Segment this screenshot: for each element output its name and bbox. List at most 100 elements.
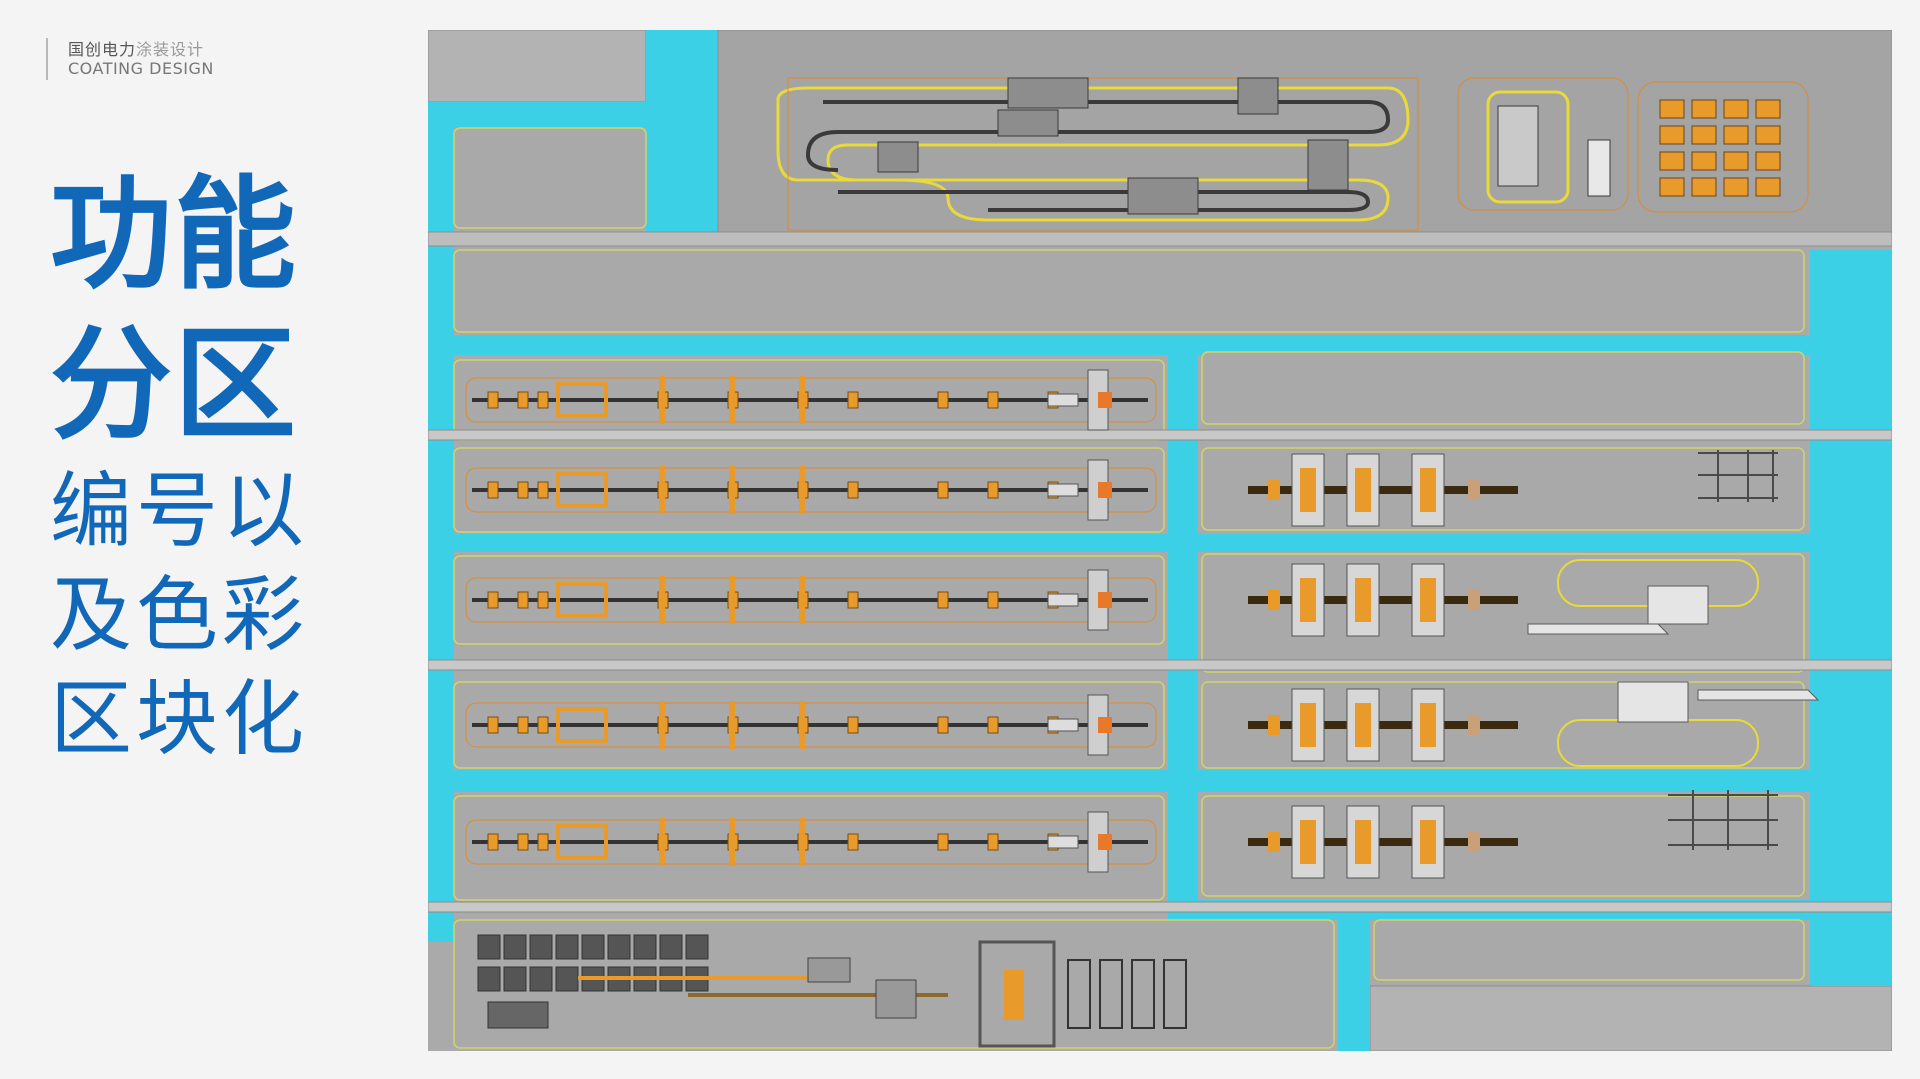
beam-2	[428, 429, 1892, 441]
outer-lot-bottom-right	[1369, 985, 1892, 1051]
cell-equipment-2	[1497, 105, 1539, 187]
booth-flash-off	[1047, 393, 1079, 407]
booth-exit-robot	[1098, 482, 1112, 498]
booth-flash-off	[1047, 593, 1079, 607]
top-right-cell-equipment	[1486, 90, 1611, 204]
storage-bin	[503, 966, 527, 992]
cell-robot	[1300, 468, 1316, 512]
cell-robot	[1355, 703, 1371, 747]
grid-1	[1698, 450, 1778, 502]
storage-bin	[659, 934, 683, 960]
bottom-cabinet	[1131, 959, 1155, 1029]
rack-unit	[1723, 125, 1749, 145]
storage-bin	[477, 934, 501, 960]
outer-lot-top-left	[428, 30, 647, 103]
cell-robot	[1420, 578, 1436, 622]
loop-boundary	[787, 77, 1419, 231]
booth-robot	[537, 481, 549, 499]
booth-exit-robot	[1098, 717, 1112, 733]
booth-gate	[799, 576, 805, 624]
aisle-band-1	[428, 335, 1892, 355]
booth-robot	[537, 591, 549, 609]
booth-robot	[517, 591, 529, 609]
booth-robot	[517, 391, 529, 409]
rack-unit	[1691, 151, 1717, 171]
cell-robot	[1300, 578, 1316, 622]
zone-top-band	[453, 249, 1805, 333]
robot-cell-row-4	[1248, 805, 1518, 879]
booth-line-5	[465, 811, 1157, 873]
rack-unit	[1659, 99, 1685, 119]
booth-gate	[799, 376, 805, 424]
booth-robot	[537, 391, 549, 409]
rack-unit	[1755, 177, 1781, 197]
aisle-left-outer	[428, 102, 454, 942]
bottom-cabinet	[1163, 959, 1187, 1029]
booth-boundary	[465, 467, 1157, 513]
rack-unit	[1723, 177, 1749, 197]
booth-robot	[487, 481, 499, 499]
rack-unit	[1691, 99, 1717, 119]
booth-robot	[937, 833, 949, 851]
cell-exit-robot	[1468, 715, 1480, 735]
booth-robot	[517, 833, 529, 851]
storage-bin	[477, 966, 501, 992]
right-robot-cells	[1248, 453, 1518, 879]
page-title: 功能 分区 编号以 及色彩 区块化	[50, 160, 380, 772]
storage-bin	[633, 934, 657, 960]
title-line-2: 分区	[50, 314, 298, 456]
cell-robot	[1300, 703, 1316, 747]
booth-gate	[659, 376, 665, 424]
booth-line-1	[465, 369, 1157, 431]
booth-robot	[537, 833, 549, 851]
booth-robot	[847, 833, 859, 851]
cell-robot	[1420, 703, 1436, 747]
booth-oven	[556, 824, 608, 860]
booth-gate	[729, 466, 735, 514]
booth-exit-robot	[1098, 592, 1112, 608]
booth-boundary	[465, 577, 1157, 623]
brand-divider	[46, 38, 48, 80]
booth-oven	[556, 707, 608, 743]
rack-unit	[1755, 99, 1781, 119]
storage-bin	[555, 966, 579, 992]
cell-equipment-1	[1486, 90, 1570, 204]
robot-cell-row-1	[1248, 453, 1518, 527]
station-f	[1127, 177, 1199, 215]
loop-track-inner	[805, 100, 1391, 172]
robot-cell-row-3	[1248, 688, 1518, 762]
booth-gate	[729, 701, 735, 749]
booth-robot	[987, 391, 999, 409]
booth-robot	[847, 391, 859, 409]
top-right-cell-boundary	[1457, 77, 1629, 211]
storage-block	[487, 1001, 549, 1029]
booth-robot	[937, 391, 949, 409]
booth-robot	[937, 716, 949, 734]
title-line-4: 及色彩	[50, 568, 309, 663]
cell-exit-robot	[1468, 832, 1480, 852]
zone-booth-line-5	[453, 795, 1165, 901]
title-line-5: 区块化	[50, 672, 309, 767]
aisle-top-left-vertical	[646, 30, 718, 245]
rack-unit	[1659, 125, 1685, 145]
booth-line-4	[465, 694, 1157, 756]
cell-robot	[1355, 820, 1371, 864]
booth-robot	[847, 591, 859, 609]
booth-flash-off	[1047, 835, 1079, 849]
bottom-cabinet	[1099, 959, 1123, 1029]
cell-equipment-3	[1587, 139, 1611, 197]
booth-gate	[659, 466, 665, 514]
storage-bin	[607, 934, 631, 960]
aisle-band-2	[428, 534, 1892, 552]
station-b	[997, 109, 1059, 137]
cell-entry-robot	[1268, 590, 1280, 610]
cell-robot	[1420, 820, 1436, 864]
booth-gate	[799, 466, 805, 514]
grid-2	[1668, 790, 1778, 850]
booth-boundary	[465, 819, 1157, 865]
rack-unit	[1755, 151, 1781, 171]
storage-bin	[529, 934, 553, 960]
brand-name-cn: 国创电力涂装设计	[68, 36, 204, 60]
zone-bottom-right	[1373, 919, 1805, 981]
